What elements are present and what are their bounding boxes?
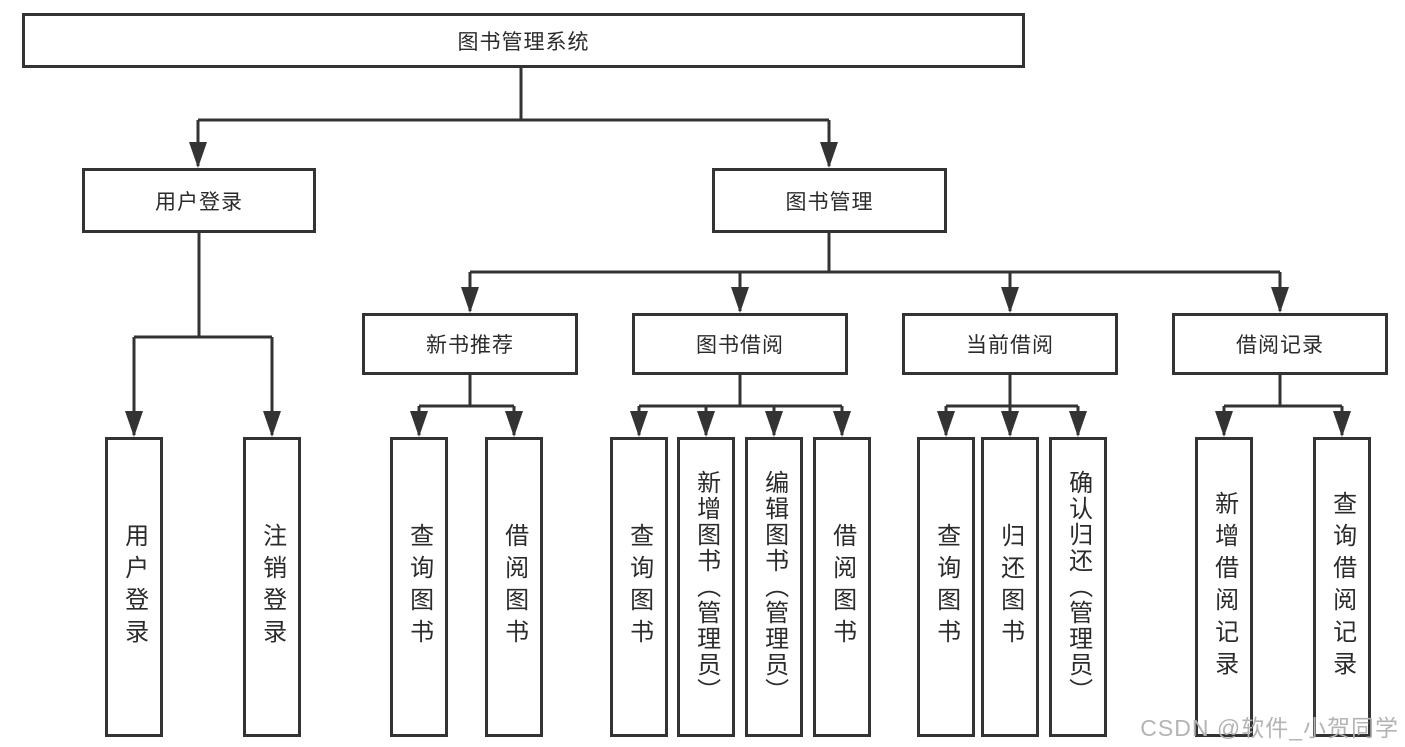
leaf-add-book-admin: 新增图书（管理员） [677, 437, 735, 737]
node-book-management-label: 图书管理 [785, 190, 874, 214]
connector-borrow-to-leaves [637, 375, 844, 435]
leaf-recommend-query-books-label: 查询图书 [405, 523, 433, 651]
leaf-query-borrow-record: 查询借阅记录 [1313, 437, 1371, 737]
leaf-logout: 注销登录 [243, 437, 301, 737]
node-book-borrowing-label: 图书借阅 [696, 334, 784, 357]
arrowheads [125, 142, 1351, 437]
csdn-watermark: CSDN @软件_小贺同学 [1140, 715, 1399, 741]
node-user-login-label: 用户登录 [155, 190, 243, 214]
leaf-return-book-label: 归还图书 [996, 523, 1024, 651]
leaf-return-book: 归还图书 [981, 437, 1039, 737]
leaf-confirm-return-admin: 确认归还（管理员） [1049, 437, 1107, 737]
connector-bookmgmt-to-level3 [468, 233, 1282, 311]
node-root-label: 图书管理系统 [457, 30, 590, 54]
node-book-management: 图书管理 [712, 168, 947, 233]
leaf-current-query-books: 查询图书 [917, 437, 975, 737]
connector-recommend-to-leaves [417, 375, 516, 435]
node-borrow-records: 借阅记录 [1172, 313, 1388, 375]
node-root: 图书管理系统 [22, 13, 1025, 68]
leaf-user-login-label: 用户登录 [120, 523, 148, 651]
leaf-recommend-query-books: 查询图书 [390, 437, 448, 737]
leaf-borrow-query-books: 查询图书 [610, 437, 668, 737]
node-user-login: 用户登录 [82, 168, 316, 233]
connector-records-to-leaves [1222, 375, 1344, 435]
leaf-add-borrow-record: 新增借阅记录 [1195, 437, 1253, 737]
node-book-borrowing: 图书借阅 [632, 313, 848, 375]
leaf-recommend-borrow-books: 借阅图书 [485, 437, 543, 737]
leaf-edit-book-admin-label: 编辑图书（管理员） [760, 470, 788, 704]
leaf-edit-book-admin: 编辑图书（管理员） [745, 437, 803, 737]
leaf-add-book-admin-label: 新增图书（管理员） [692, 470, 720, 704]
node-current-borrowing-label: 当前借阅 [966, 334, 1054, 357]
leaf-borrow-book-label: 借阅图书 [828, 523, 856, 651]
leaf-user-login: 用户登录 [105, 437, 163, 737]
connector-userlogin-to-leaves [132, 233, 274, 435]
node-borrow-records-label: 借阅记录 [1236, 334, 1324, 357]
node-new-book-recommend: 新书推荐 [362, 313, 578, 375]
leaf-recommend-borrow-books-label: 借阅图书 [500, 523, 528, 651]
leaf-borrow-book: 借阅图书 [813, 437, 871, 737]
node-new-book-recommend-label: 新书推荐 [426, 334, 514, 357]
leaf-query-borrow-record-label: 查询借阅记录 [1328, 491, 1356, 683]
leaf-confirm-return-admin-label: 确认归还（管理员） [1064, 470, 1092, 704]
leaf-borrow-query-books-label: 查询图书 [625, 523, 653, 651]
leaf-add-borrow-record-label: 新增借阅记录 [1210, 491, 1238, 683]
connector-root-to-level2 [196, 68, 831, 166]
leaf-logout-label: 注销登录 [258, 523, 286, 651]
node-current-borrowing: 当前借阅 [902, 313, 1118, 375]
leaf-current-query-books-label: 查询图书 [932, 523, 960, 651]
